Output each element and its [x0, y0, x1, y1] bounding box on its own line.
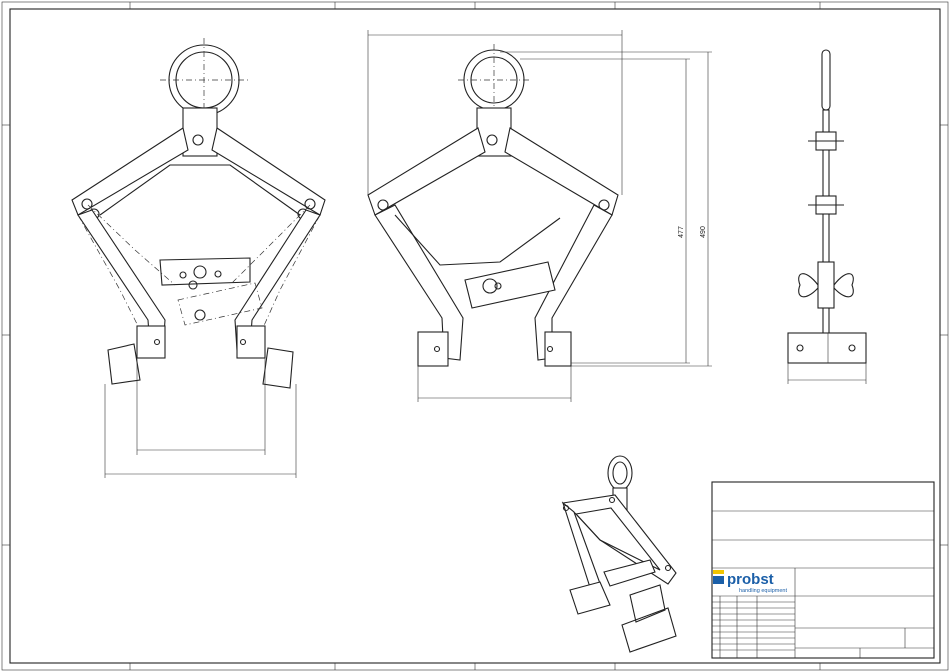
view-front: [368, 30, 712, 402]
logo-mark-yellow: [713, 570, 724, 574]
dim-height-outer: 490: [700, 226, 707, 238]
logo-tagline: handling equipment: [739, 588, 787, 594]
dimension-labels: 477 490: [678, 226, 707, 238]
view-side: [788, 50, 866, 384]
dim-height-inner: 477: [678, 226, 685, 238]
title-block: probst handling equipment: [712, 482, 934, 658]
view-left-range: [72, 38, 325, 478]
logo-name: probst: [727, 571, 774, 588]
logo-mark-blue: [713, 576, 724, 584]
view-isometric: [563, 456, 676, 652]
probst-logo: probst handling equipment: [713, 570, 787, 594]
